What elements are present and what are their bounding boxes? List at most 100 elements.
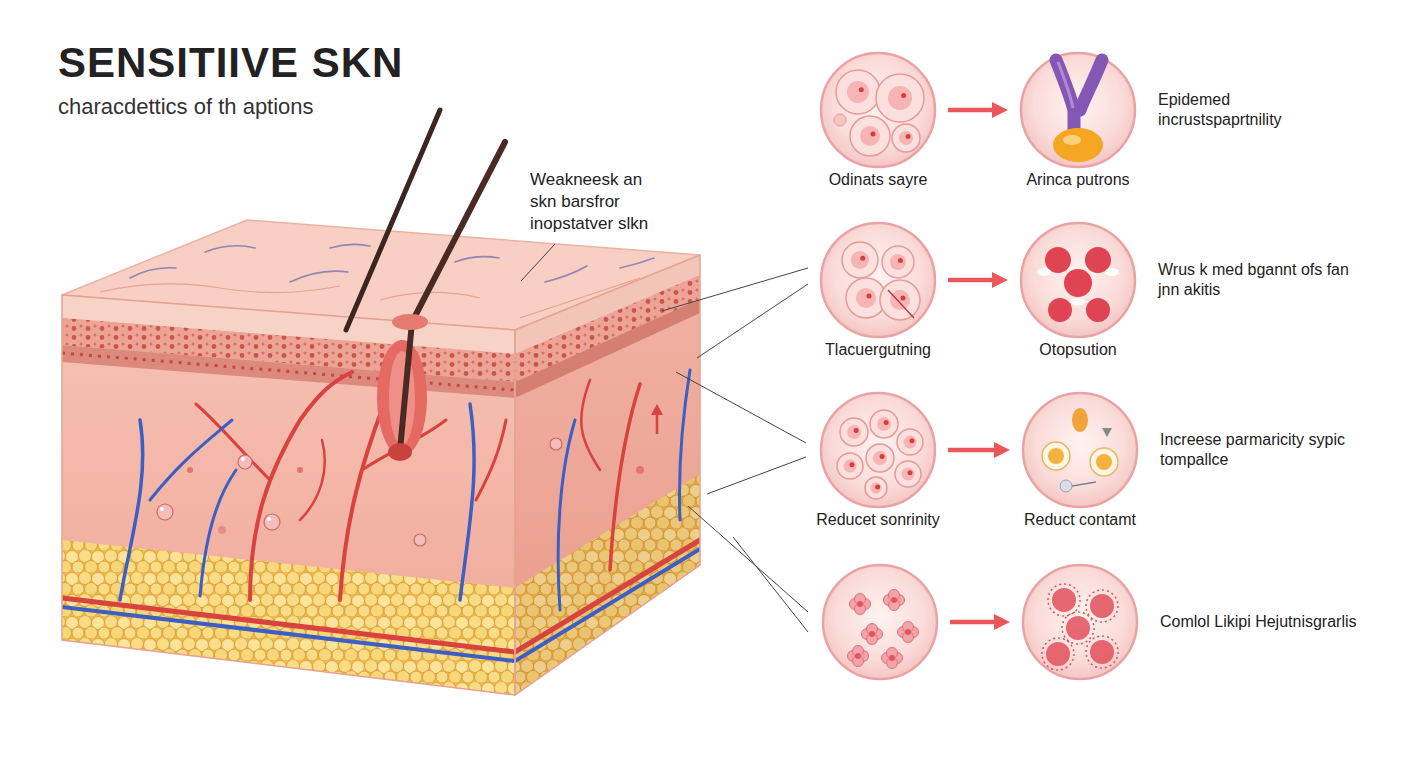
side-note: Epidemed incrustspaprtnility <box>1158 90 1358 130</box>
cell-detail <box>1080 60 1102 110</box>
skin-front-face <box>62 353 515 390</box>
flow-arrow <box>948 278 998 283</box>
cell-detail <box>889 655 895 661</box>
cell-detail <box>1086 298 1110 322</box>
cell-detail <box>1042 638 1074 670</box>
cell-detail <box>1072 408 1088 432</box>
cell-detail <box>854 428 859 433</box>
cell-detail <box>850 116 890 156</box>
cell-circle: OtopsutionWrus k med bgannt ofs fan jnn … <box>1018 220 1138 340</box>
cell-detail <box>865 477 887 499</box>
cell-detail <box>1063 135 1081 145</box>
skin-front-face <box>150 420 232 500</box>
skin-front-face <box>340 404 384 600</box>
skin-top-face <box>130 244 654 305</box>
cell-detail <box>880 280 920 320</box>
cell-detail <box>867 294 872 299</box>
leader-line <box>521 244 808 632</box>
cell-circle: Odinats sayre <box>818 50 938 170</box>
cell-detail <box>840 418 868 446</box>
cell-detail <box>855 653 861 659</box>
skin-side-face <box>581 380 600 470</box>
hair-strand <box>412 142 505 322</box>
skin-front-face <box>200 470 236 596</box>
circle-outline <box>823 565 937 679</box>
cell-detail <box>1048 298 1072 322</box>
circle-outline <box>1021 53 1135 167</box>
circle-outline <box>1018 220 1138 340</box>
follicle-opening <box>392 314 428 330</box>
circle-label: Tlacuergutning <box>825 340 931 360</box>
circle-outline <box>818 390 938 510</box>
skin-side-face <box>515 275 700 382</box>
cell-detail <box>897 429 923 455</box>
skin-front-face <box>120 420 143 600</box>
circle-outline <box>1023 565 1137 679</box>
skin-front-face <box>460 404 474 600</box>
cell-detail <box>851 251 869 269</box>
skin-front-face <box>241 457 245 461</box>
cell-detail <box>869 631 875 637</box>
side-note: Comlol Likipi Hejutnisgrarlis <box>1160 612 1360 632</box>
circle-label: Otopsution <box>1039 340 1116 360</box>
cell-circle: Reduct contamtIncreese parmaricity sypic… <box>1020 390 1140 510</box>
circle-outline <box>818 220 938 340</box>
skin-front-face <box>157 504 173 520</box>
cell-detail <box>1090 448 1118 476</box>
skin-top-face <box>100 284 340 293</box>
cell-detail <box>890 290 910 310</box>
cell-detail <box>1090 594 1114 618</box>
skin-front-face <box>267 517 271 521</box>
skin-side-face <box>515 370 700 661</box>
circle-outline <box>1020 390 1140 510</box>
circle-outline <box>1018 50 1138 170</box>
cell-detail <box>892 124 920 152</box>
skin-side-face <box>515 540 700 652</box>
cell-detail <box>1064 269 1092 297</box>
leader-line <box>688 506 808 612</box>
skin-side-face <box>656 412 659 434</box>
cell-detail <box>1053 128 1103 162</box>
leader-line <box>662 268 808 311</box>
cell-detail <box>909 438 914 443</box>
cell-detail <box>906 134 911 139</box>
cell-detail <box>842 242 878 278</box>
cell-detail <box>1102 428 1112 437</box>
cell-detail <box>1066 616 1090 640</box>
cell-detail <box>857 601 863 607</box>
skin-outline <box>62 255 700 695</box>
circle-label: Odinats sayre <box>829 170 928 190</box>
skin-outline <box>515 255 700 695</box>
cell-detail <box>880 454 885 459</box>
skin-front-face <box>62 345 515 398</box>
skin-top-face <box>545 266 587 282</box>
circle-outline <box>820 562 940 682</box>
cell-detail <box>902 468 915 481</box>
circle-outline <box>821 393 935 507</box>
cell-detail <box>1058 62 1073 108</box>
leader-line <box>676 372 806 443</box>
cell-detail <box>1048 448 1064 464</box>
skin-side-face <box>636 466 644 474</box>
leader-line <box>521 244 555 281</box>
side-note: Increese parmaricity sypic tompallce <box>1160 430 1360 470</box>
skin-side-face <box>515 255 700 695</box>
cell-detail <box>871 132 876 137</box>
cell-detail <box>1048 584 1080 616</box>
skin-side-face <box>515 299 700 398</box>
cell-detail <box>1062 612 1094 644</box>
skin-side-face <box>651 404 663 415</box>
cell-detail <box>871 483 882 494</box>
cell-detail <box>1085 247 1111 273</box>
flow-arrow <box>950 620 1000 625</box>
circle-outline <box>821 53 935 167</box>
skin-top-face <box>290 271 348 282</box>
skin-side-face <box>610 384 640 570</box>
cell-detail <box>1105 268 1119 276</box>
skin-front-face <box>250 372 352 600</box>
skin-front-face <box>218 526 226 534</box>
cell-detail <box>899 131 913 145</box>
cell-detail <box>898 258 903 263</box>
circle-label: Reduct contamt <box>1024 510 1136 530</box>
